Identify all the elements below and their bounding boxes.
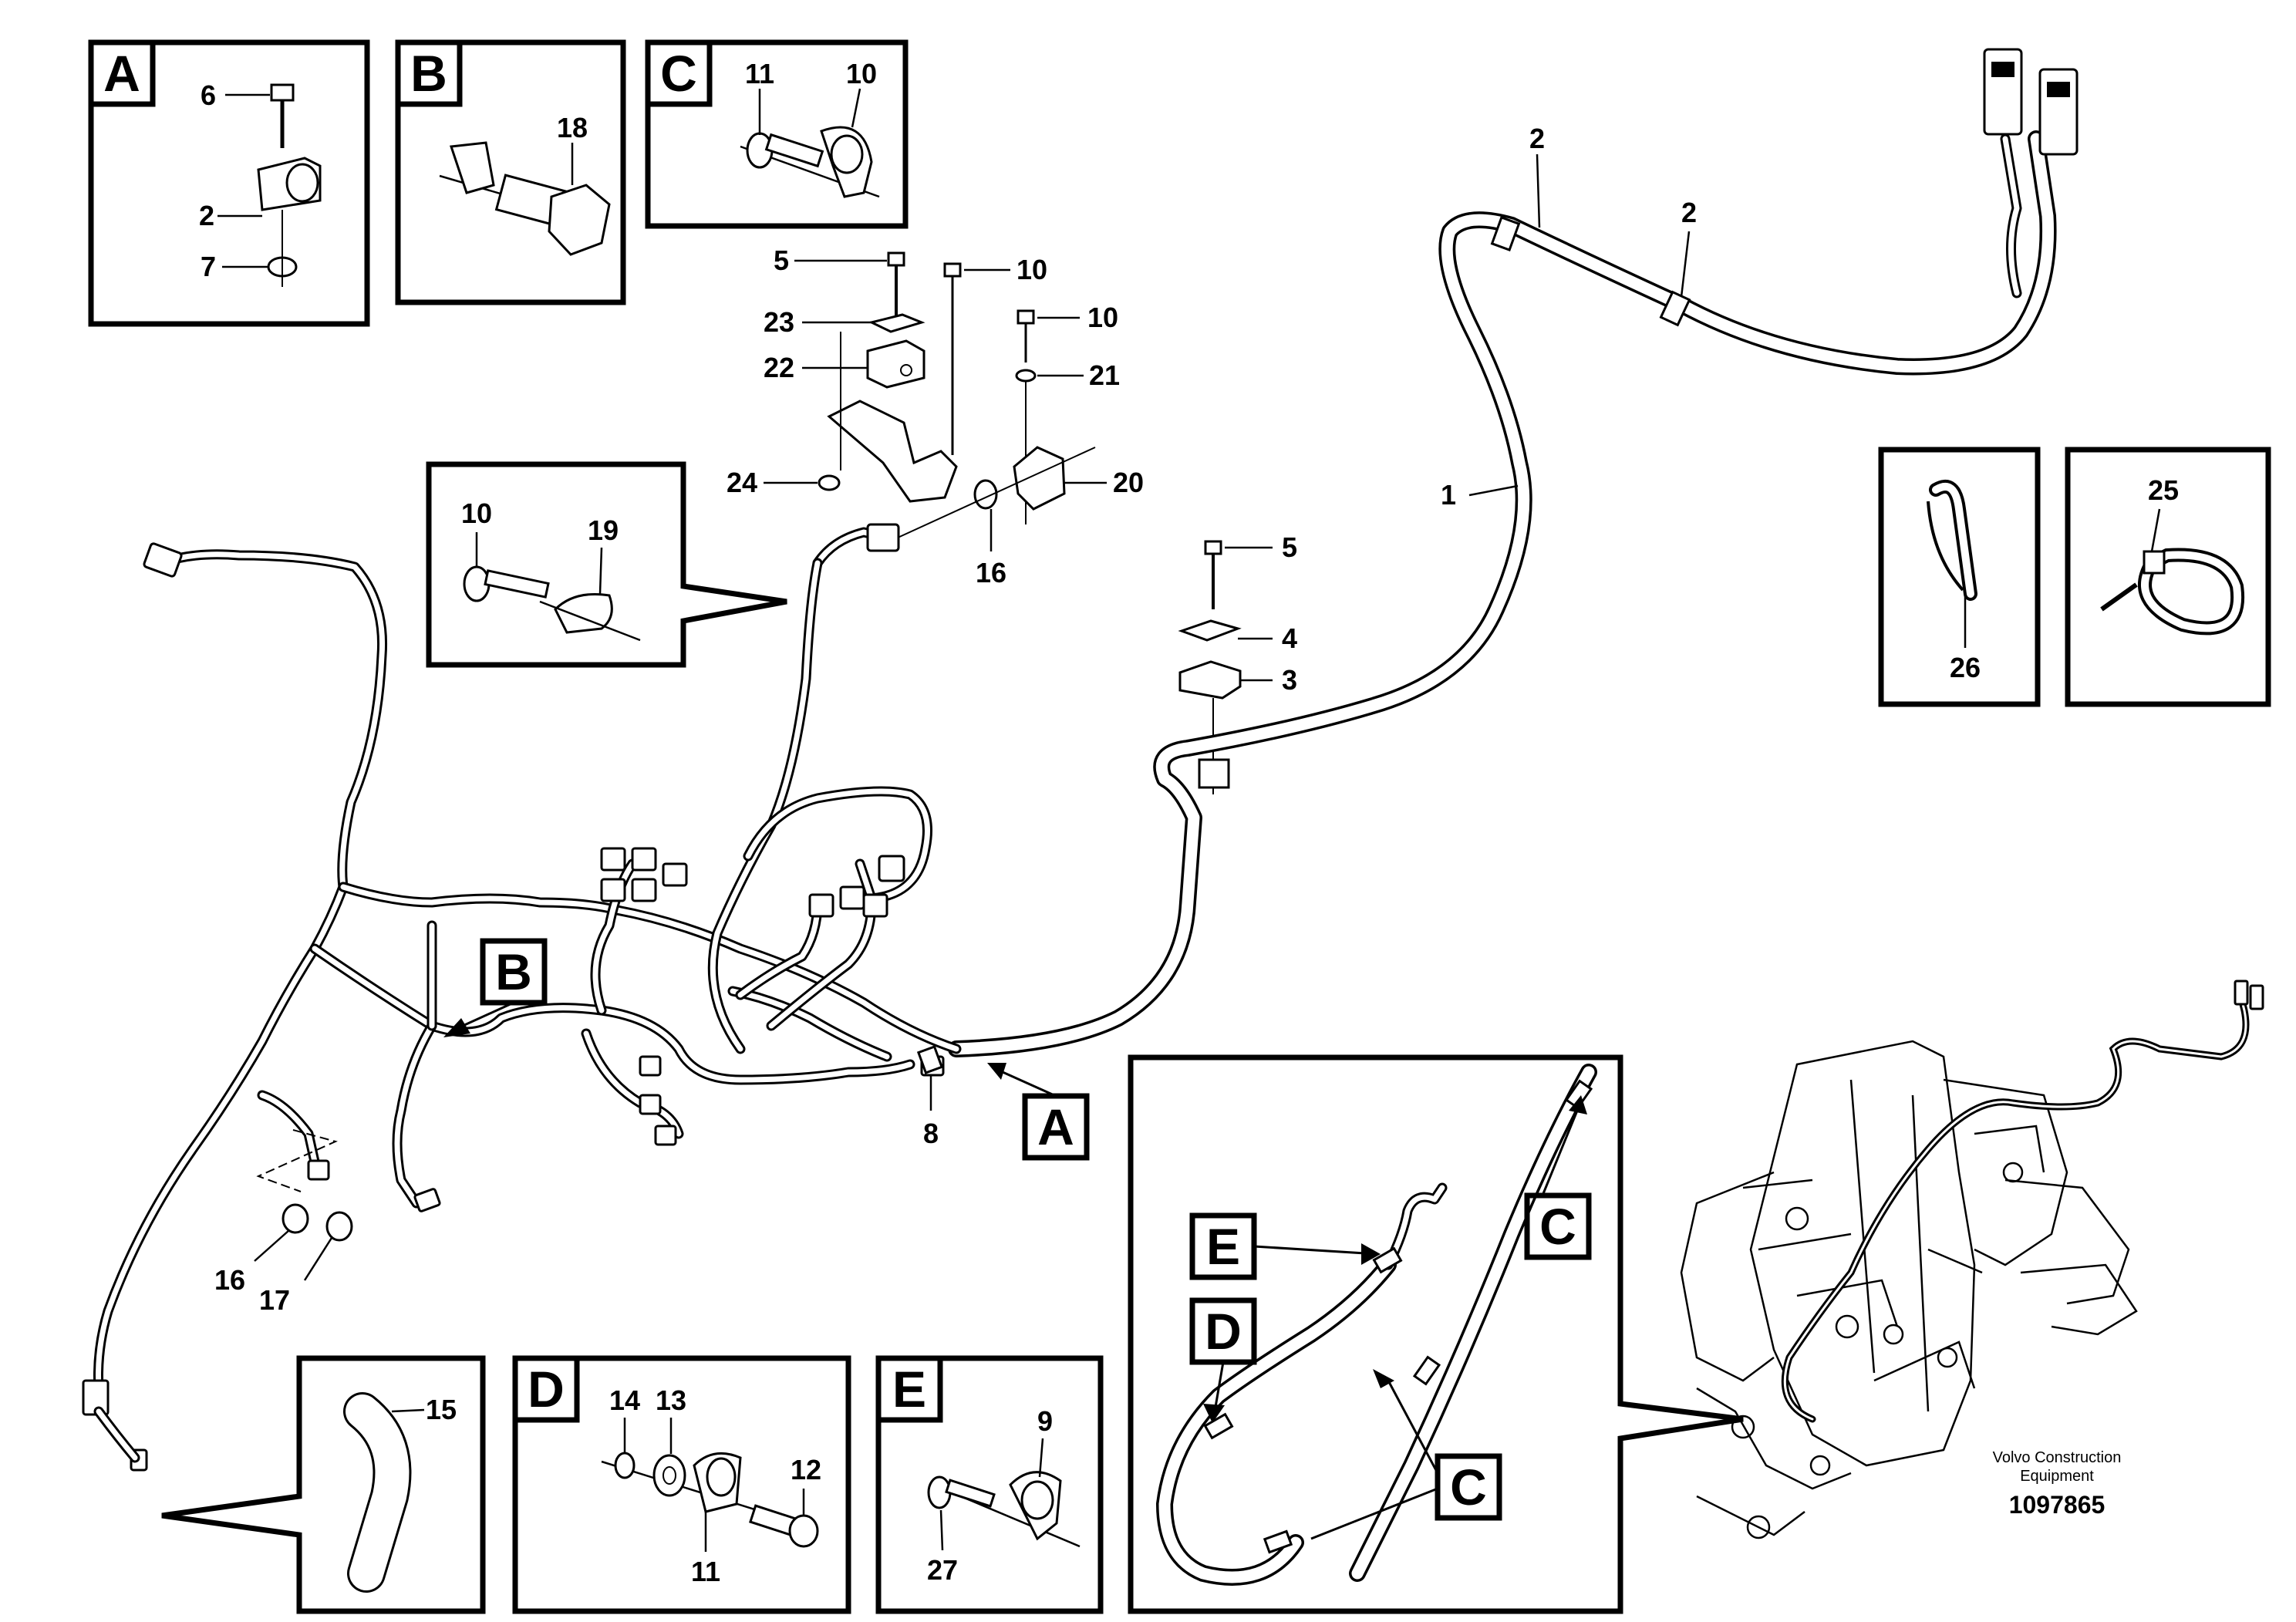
detail-box-clamp: 25 (2065, 447, 2271, 707)
callout-10: 10 (1087, 302, 1118, 333)
callout-19: 19 (588, 514, 619, 546)
harness-inset: E D C C (1128, 1054, 1744, 1614)
callout-4: 4 (1282, 622, 1297, 654)
callout-8: 8 (923, 1118, 939, 1149)
callout-10: 10 (1017, 254, 1047, 285)
callout-16: 16 (214, 1264, 245, 1296)
callout-1: 1 (1441, 479, 1456, 511)
inset-letter-c-upper: C (1539, 1198, 1576, 1255)
detail-box-c: C 11 10 (645, 39, 909, 229)
callout-17: 17 (259, 1284, 290, 1316)
callout-25: 25 (2148, 474, 2179, 506)
detail-letter-d: D (528, 1361, 565, 1418)
credit-line-1: Volvo Construction (1993, 1449, 2122, 1466)
detail-letter-e: E (892, 1361, 926, 1418)
callout-2: 2 (199, 200, 214, 231)
inset-letter-d: D (1205, 1303, 1242, 1360)
credit-line-2: Equipment (2020, 1468, 2094, 1485)
doc-number: 1097865 (2009, 1491, 2106, 1519)
bracket-assembly: 5 10 10 23 22 21 24 20 16 (727, 244, 1144, 588)
callout-2: 2 (1681, 197, 1697, 228)
detail-letter-a: A (103, 45, 140, 102)
callout-27: 27 (927, 1554, 958, 1586)
callout-10: 10 (846, 58, 877, 89)
callout-21: 21 (1089, 359, 1120, 391)
detail-box-a: A 6 2 7 (88, 39, 370, 327)
callout-5: 5 (774, 244, 789, 276)
callout-12: 12 (791, 1454, 821, 1485)
callout-16: 16 (976, 557, 1006, 588)
callout-6: 6 (201, 79, 216, 111)
clamp-assembly: 5 4 3 (1178, 531, 1297, 794)
callout-20: 20 (1113, 467, 1144, 498)
callout-13: 13 (656, 1384, 686, 1416)
detail-box-hose: 15 (161, 1355, 486, 1614)
callout-7: 7 (201, 251, 216, 282)
callout-3: 3 (1282, 664, 1297, 696)
engine-harness: 8 16 17 (82, 523, 962, 1472)
machine-harness-route (1781, 980, 2264, 1423)
callout-22: 22 (764, 352, 794, 383)
callout-5: 5 (1282, 531, 1297, 563)
callout-11: 11 (745, 58, 774, 89)
view-callout-a: A (987, 1063, 1090, 1161)
detail-box-b: B 18 (395, 39, 626, 305)
detail-letter-b: B (410, 45, 447, 102)
view-letter-a: A (1037, 1098, 1074, 1155)
callout-23: 23 (764, 306, 794, 338)
machine-overview (1680, 1040, 2138, 1539)
callout-18: 18 (557, 112, 588, 143)
detail-box-e: E 9 27 (875, 1355, 1104, 1614)
callout-15: 15 (426, 1394, 457, 1425)
detail-box-cable-tie: 26 (1878, 447, 2041, 707)
credit-block: Volvo Construction Equipment 1097865 (1993, 1449, 2122, 1519)
callout-2: 2 (1529, 123, 1545, 154)
view-callout-b: B (443, 938, 548, 1037)
inset-letter-c-lower: C (1450, 1458, 1487, 1516)
callout-9: 9 (1037, 1405, 1053, 1437)
callout-10: 10 (461, 497, 492, 529)
callout-11: 11 (691, 1556, 720, 1587)
main-harness: 2 2 1 (948, 48, 2079, 1057)
detail-box-d: D 14 13 12 11 (512, 1355, 851, 1614)
callout-26: 26 (1950, 652, 1981, 683)
view-letter-b: B (495, 943, 532, 1000)
callout-24: 24 (727, 467, 757, 498)
inset-letter-e: E (1206, 1218, 1240, 1275)
detail-letter-c: C (660, 45, 697, 102)
callout-14: 14 (609, 1384, 640, 1416)
detail-box-bracket: 10 19 (426, 461, 787, 668)
